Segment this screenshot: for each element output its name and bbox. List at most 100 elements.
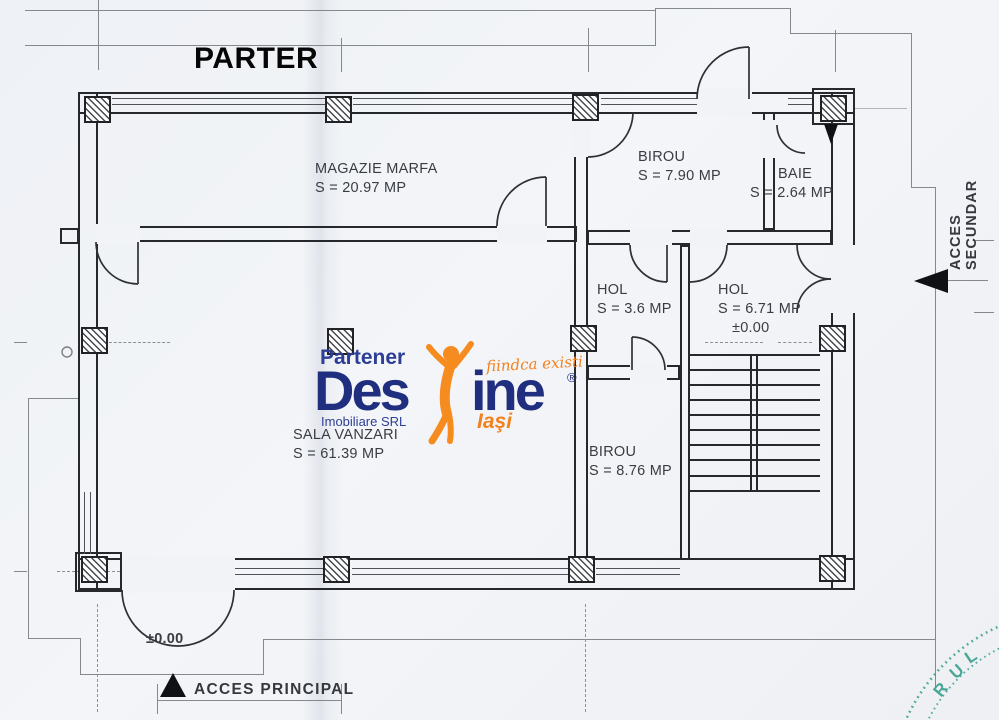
- logo-subtitle: Imobiliare SRL: [321, 414, 407, 429]
- window: [596, 568, 680, 575]
- main-access-label: ACCES PRINCIPAL: [194, 681, 355, 698]
- logo-brand-left: Des: [314, 359, 411, 422]
- secondary-access-label: ACCES SECUNDAR: [948, 179, 980, 270]
- wall-baie: [763, 112, 775, 230]
- site-line: [790, 8, 791, 34]
- site-line: [25, 45, 655, 46]
- room-area: S = 2.64 MP: [750, 185, 833, 201]
- room-name: HOL: [597, 282, 628, 298]
- secondary-access-arrow: [914, 269, 948, 293]
- dim-line: [157, 700, 341, 701]
- logo-city: Iaşi: [477, 410, 513, 433]
- site-line: [935, 187, 936, 687]
- room-label-magazie: MAGAZIE MARFA S = 20.97 MP: [315, 160, 438, 198]
- grid-axis: [104, 342, 170, 343]
- door-opening: [760, 120, 778, 158]
- column: [572, 94, 599, 121]
- grid-axis: [57, 571, 170, 572]
- room-label-hol1: HOL S = 3.6 MP: [597, 281, 672, 319]
- window: [84, 492, 91, 554]
- site-line: [80, 674, 264, 675]
- door-swings: [95, 46, 832, 647]
- site-line: [263, 639, 936, 640]
- grid-axis: [14, 342, 27, 343]
- door-opening: [697, 89, 752, 117]
- room-label-birou2: BIROU S = 8.76 MP: [589, 443, 672, 481]
- main-access-arrow: [160, 673, 186, 697]
- dim-line: [936, 280, 988, 281]
- access-arrows: [160, 124, 948, 697]
- axis-tick: [98, 0, 99, 70]
- site-line: [28, 398, 78, 399]
- column: [819, 325, 846, 352]
- column: [325, 96, 352, 123]
- wall-pilaster: [60, 228, 79, 244]
- wall-corner-sw: [75, 552, 122, 592]
- door-opening: [96, 224, 140, 244]
- door-opening: [630, 363, 667, 382]
- site-line: [28, 398, 29, 639]
- window: [353, 98, 572, 105]
- column: [327, 328, 354, 355]
- site-line: [655, 8, 656, 46]
- column: [570, 325, 597, 352]
- door-opening: [497, 224, 547, 244]
- grid-axis: [585, 604, 586, 712]
- dim-tick: [341, 684, 342, 714]
- site-line: [911, 187, 936, 188]
- column: [568, 556, 595, 583]
- column: [81, 327, 108, 354]
- grid-axis: [97, 604, 98, 712]
- dim-tick: [974, 240, 994, 241]
- room-name: BAIE: [778, 166, 813, 182]
- door-opening: [690, 228, 727, 247]
- window: [352, 568, 568, 575]
- drain-marker: [61, 346, 73, 358]
- site-line: [655, 8, 790, 9]
- site-line: [80, 638, 81, 675]
- door-opening: [828, 245, 858, 313]
- room-label-birou1: BIROU S = 7.90 MP: [638, 148, 721, 186]
- room-name: HOL: [718, 282, 749, 298]
- room-label-sala: SALA VANZARI S = 61.39 MP: [293, 426, 398, 464]
- logo-brand-right: ine: [471, 359, 546, 422]
- door-opening: [630, 228, 672, 247]
- dim-tick: [974, 312, 994, 313]
- window: [788, 98, 812, 105]
- room-area: S = 6.71 MP: [718, 301, 801, 317]
- logo-figure: [426, 341, 474, 445]
- room-area: S = 3.6 MP: [597, 301, 672, 317]
- room-name: SALA VANZARI: [293, 427, 399, 443]
- window: [112, 98, 326, 105]
- grid-axis: [778, 342, 812, 343]
- axis-tick: [835, 30, 836, 72]
- site-line: [911, 33, 912, 188]
- entrance-level: ±0.00: [146, 631, 184, 647]
- room-area: S = 61.39 MP: [293, 446, 385, 462]
- site-line: [25, 10, 655, 11]
- site-line: [28, 638, 81, 639]
- room-name: BIROU: [638, 149, 686, 165]
- room-label-baie: BAIE S = 2.64 MP: [750, 165, 833, 203]
- wall-stair-side: [680, 245, 690, 560]
- column: [820, 95, 847, 122]
- staircase: [690, 354, 820, 492]
- axis-tick: [588, 28, 589, 72]
- grid-axis: [14, 571, 27, 572]
- grid-axis: [705, 342, 763, 343]
- logo-registered-mark: ®: [567, 370, 577, 385]
- column: [81, 556, 108, 583]
- column: [819, 555, 846, 582]
- room-area: S = 20.97 MP: [315, 180, 407, 196]
- door-direction-arrow: [824, 124, 838, 144]
- round-stamp: [904, 624, 999, 720]
- room-level: ±0.00: [732, 320, 770, 336]
- window: [601, 98, 697, 105]
- dim-tick: [157, 684, 158, 714]
- room-area: S = 8.76 MP: [589, 463, 672, 479]
- window: [235, 568, 325, 575]
- column: [84, 96, 111, 123]
- site-line: [790, 33, 912, 34]
